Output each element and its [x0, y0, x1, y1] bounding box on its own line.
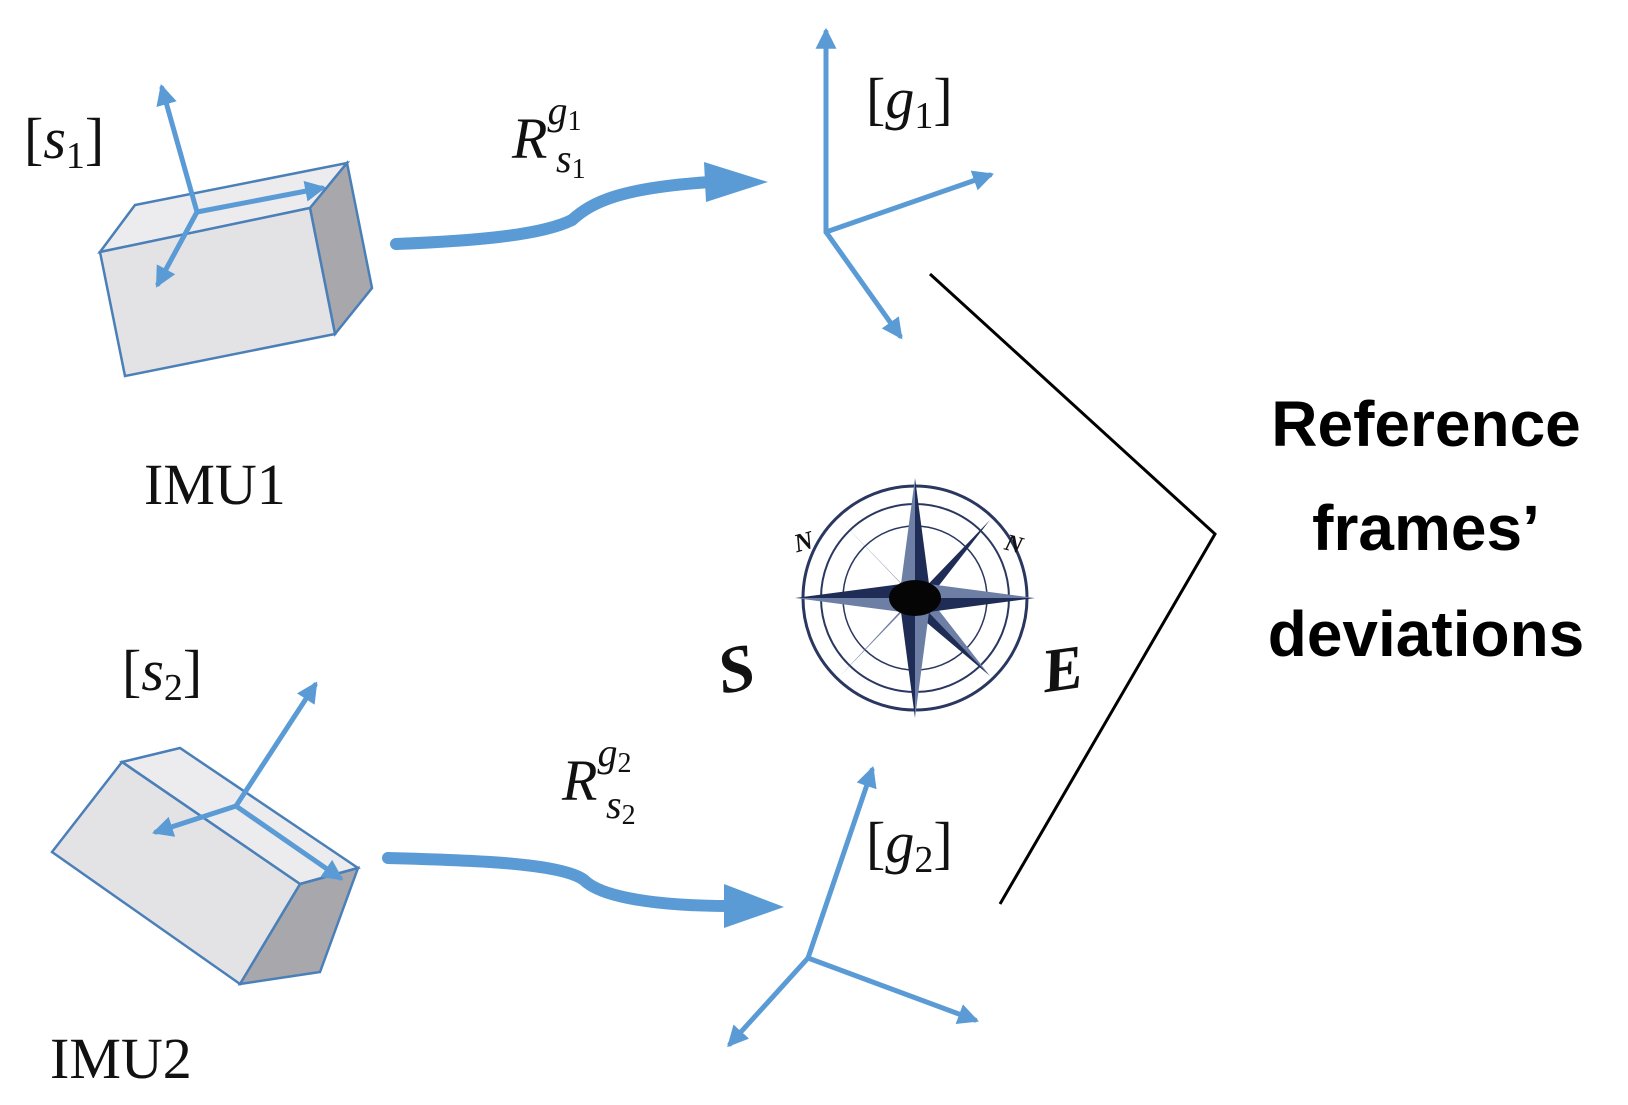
imu2-frame-label: [s2] [122, 638, 202, 709]
compass-letter-nw: N [790, 525, 818, 558]
compass-letter-ne: N [1001, 530, 1027, 560]
g2-axis-left [727, 955, 811, 1048]
compass-rose: N N S E [711, 478, 1088, 718]
g1-axes [815, 27, 994, 340]
rotation2-label: Rg2 [561, 730, 631, 813]
deviations-line-2: frames’ [1312, 492, 1540, 564]
rotation1-label: Rg1 [511, 88, 581, 171]
g1-axis-down [823, 229, 903, 340]
g2-axes [727, 766, 979, 1048]
imu2-axis-x [233, 803, 344, 881]
rotation1-arrow [390, 176, 716, 250]
deviations-line-1: Reference [1271, 388, 1581, 460]
g2-axis-up [805, 766, 877, 961]
rotation1-subscript: s1 [556, 136, 586, 185]
g2-axis-right [805, 955, 979, 1024]
compass-letter-s: S [711, 630, 762, 709]
g1-axis-right [823, 170, 994, 235]
imu1-axes [155, 83, 327, 288]
deviations-label: Reference frames’ deviations [1268, 388, 1585, 670]
rotation2-arrow [382, 852, 736, 912]
imu2-box [50, 746, 361, 986]
deviation-bracket [928, 272, 1217, 905]
imu2-axes [152, 681, 344, 881]
imu2-axis-y [152, 803, 239, 837]
g1-frame-label: [g1] [866, 66, 953, 137]
imu1-frame-label: [s1] [24, 106, 104, 177]
rotation2-arrowhead [724, 884, 784, 928]
g2-frame-label: [g2] [866, 810, 953, 881]
rotation2-subscript: s2 [606, 782, 636, 831]
imu1-box [97, 160, 374, 378]
imu1-axis-y [155, 209, 200, 288]
deviations-line-3: deviations [1268, 598, 1585, 670]
compass-letter-e: E [1036, 633, 1087, 706]
imu1-axis-z [156, 83, 200, 215]
imu2-axis-z [233, 681, 318, 809]
rotation1-arrowhead [704, 162, 768, 202]
imu2-label: IMU2 [50, 1026, 192, 1091]
imu1-label: IMU1 [144, 452, 286, 517]
imu1-axis-x [194, 180, 327, 215]
